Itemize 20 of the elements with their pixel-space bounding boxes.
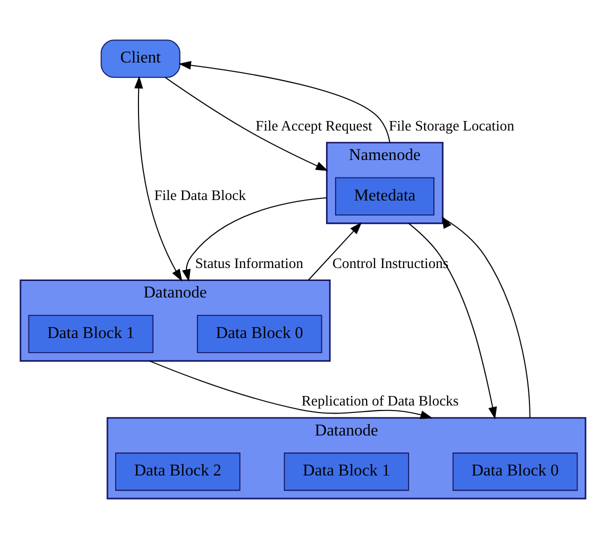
arrow	[149, 360, 433, 419]
edge-label: File Storage Location	[388, 118, 514, 134]
arrow	[308, 222, 362, 281]
edge-label: Replication of Data Blocks	[302, 394, 459, 410]
arrow	[408, 222, 497, 420]
arrow	[182, 197, 327, 282]
arrow	[442, 216, 530, 418]
node-box: Data Block 0	[196, 314, 322, 354]
node-box: Data Block 0	[452, 452, 578, 491]
arrow	[134, 76, 182, 282]
arrow	[164, 77, 328, 172]
node-box: Client	[100, 40, 180, 78]
node-box: Metedata	[335, 177, 434, 216]
edge-label: Status Information	[195, 256, 304, 272]
node-box: Data Block 1	[28, 314, 154, 354]
node-box: Data Block 2	[115, 452, 240, 491]
edge-label: File Accept Request	[256, 118, 372, 134]
arrow	[178, 60, 390, 143]
node-box: Data Block 1	[284, 452, 410, 491]
edge-label: File Data Block	[154, 188, 246, 204]
